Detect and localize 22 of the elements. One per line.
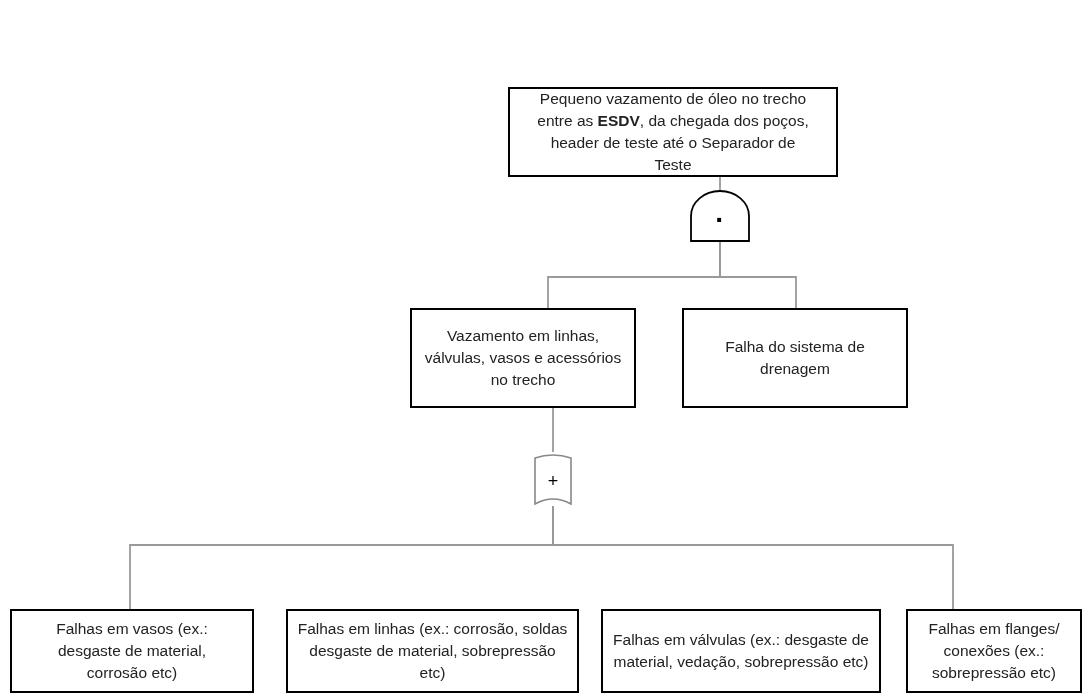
connector-line bbox=[552, 505, 954, 610]
event-text: Falhas em flanges/ conexões (ex.: sobrepressão etc) bbox=[927, 619, 1061, 683]
event-box bbox=[286, 609, 579, 693]
event-box bbox=[682, 308, 908, 408]
event-text: Falhas em linhas (ex.: corrosão, soldas desgaste de material, sobrepressão etc) bbox=[296, 619, 569, 683]
event-box bbox=[508, 87, 838, 177]
event-text: Falha do sistema de drenagem bbox=[724, 337, 866, 379]
event-text: Pequeno vazamento de óleo no trecho entre as ESDV, da chegada dos poços, header de teste até o Separador de Teste bbox=[536, 89, 810, 175]
gate-symbol: + bbox=[547, 472, 559, 490]
event-box bbox=[410, 308, 636, 408]
event-box bbox=[601, 609, 881, 693]
and-gate bbox=[690, 190, 750, 242]
connector-line bbox=[719, 176, 721, 191]
event-text: Falhas em válvulas (ex.: desgaste de material, vedação, sobrepressão etc) bbox=[612, 630, 870, 672]
event-text: Vazamento em linhas, válvulas, vasos e acessórios no trecho bbox=[423, 326, 623, 390]
event-text: Falhas em vasos (ex.: desgaste de material, corrosão etc) bbox=[55, 619, 209, 683]
event-box bbox=[906, 609, 1082, 693]
or-gate bbox=[533, 452, 573, 506]
gate-symbol: · bbox=[715, 206, 725, 234]
connector-line bbox=[719, 241, 797, 309]
event-box bbox=[10, 609, 254, 693]
connector-line bbox=[552, 407, 554, 453]
